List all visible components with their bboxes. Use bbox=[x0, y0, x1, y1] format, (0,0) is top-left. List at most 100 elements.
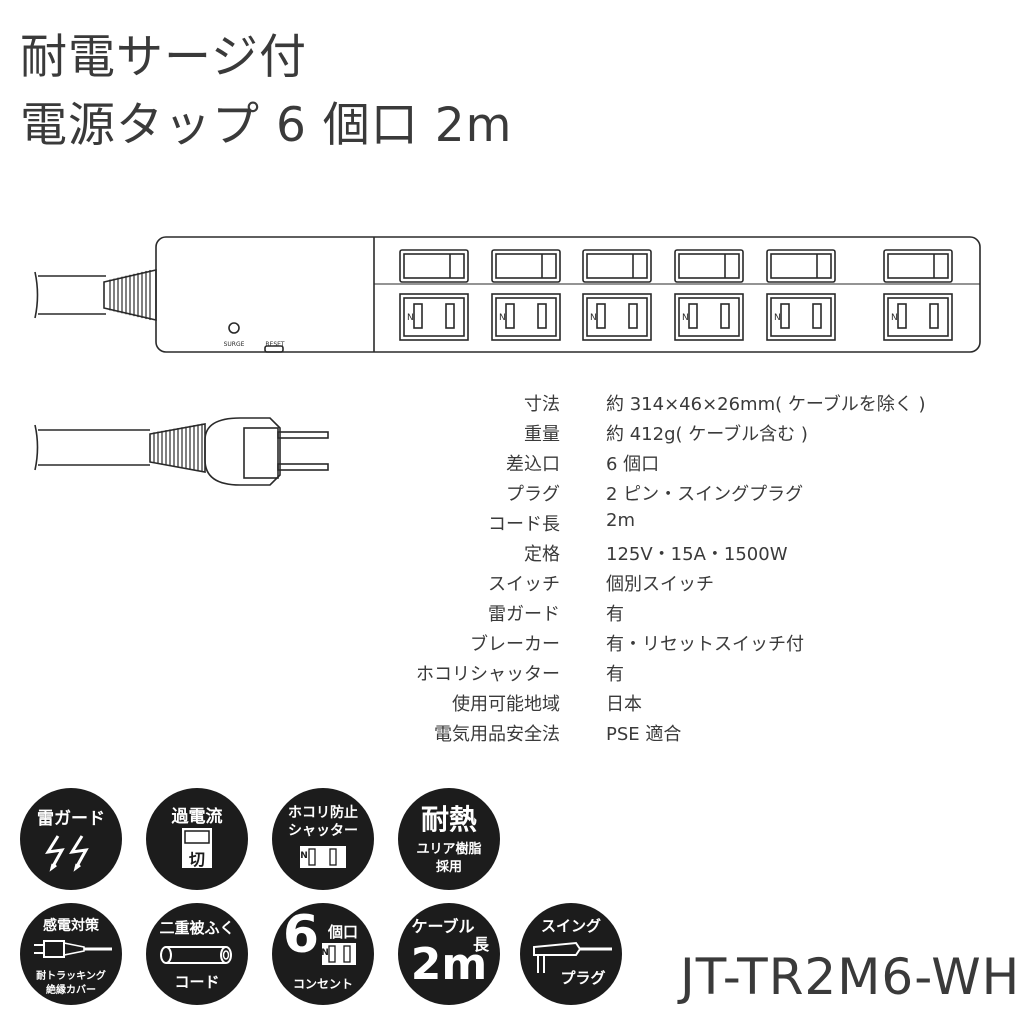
spec-row: 電気用品安全法 PSE 適合 bbox=[0, 720, 1020, 750]
spec-value: 有・リセットスイッチ付 bbox=[606, 634, 804, 655]
model-number: JT-TR2M6-WH bbox=[680, 948, 1020, 1006]
badge-heat-resistant-main: 耐熱 bbox=[420, 803, 477, 836]
badge-shock-protection-top: 感電対策 bbox=[43, 918, 99, 934]
outlet-socket: N bbox=[674, 293, 744, 341]
outlet-neutral-label: N bbox=[590, 313, 597, 323]
outlet-switch bbox=[399, 249, 469, 283]
reset-button bbox=[264, 345, 284, 353]
spec-label: プラグ bbox=[506, 484, 560, 505]
badge-heat-resistant: 耐熱 ユリア樹脂 採用 bbox=[398, 788, 500, 890]
spec-value: 2 ピン・スイングプラグ bbox=[606, 484, 804, 505]
product-title-line2: 電源タップ 6 個口 2m bbox=[20, 98, 513, 153]
badge-double-coated: 二重被ふく コード bbox=[146, 903, 248, 1005]
spec-row: 重量 約 412g( ケーブル含む ) bbox=[0, 420, 1020, 450]
spec-row: 定格 125V・15A・1500W bbox=[0, 540, 1020, 570]
outlet-socket: N bbox=[491, 293, 561, 341]
spec-label: 雷ガード bbox=[488, 604, 560, 625]
spec-label: 使用可能地域 bbox=[452, 694, 560, 715]
spec-row: コード長 2m bbox=[0, 510, 1020, 540]
switch-row bbox=[399, 249, 953, 283]
spec-label: 重量 bbox=[524, 424, 560, 445]
outlet-icon bbox=[322, 943, 356, 965]
spec-row: 寸法 約 314×46×26mm( ケーブルを除く ) bbox=[0, 390, 1020, 420]
swing-plug-icon bbox=[533, 941, 612, 973]
outlet-neutral-label: N bbox=[891, 313, 898, 323]
spec-label: ブレーカー bbox=[470, 634, 560, 655]
outlet-socket: N bbox=[883, 293, 953, 341]
spec-value: PSE 適合 bbox=[606, 724, 682, 745]
spec-value: 有 bbox=[606, 604, 624, 625]
spec-row: プラグ 2 ピン・スイングプラグ bbox=[0, 480, 1020, 510]
spec-row: 使用可能地域日本 bbox=[0, 690, 1020, 720]
badge-shock-protection-bottom1: 耐トラッキング bbox=[36, 971, 106, 982]
badge-double-coated-bottom: コード bbox=[174, 973, 220, 991]
badge-heat-resistant-line2: 採用 bbox=[435, 860, 462, 875]
outlet-neutral-label: N bbox=[774, 313, 781, 323]
spec-label: 差込口 bbox=[506, 454, 560, 475]
badge-six-outlets: 6 個口 N コンセント bbox=[272, 903, 374, 1005]
badge-six-outlets-unit: 個口 bbox=[327, 923, 358, 941]
badge-six-outlets-outlet-label: N bbox=[321, 948, 329, 958]
badge-swing-plug-top: スイング bbox=[540, 917, 601, 935]
plug-diagram bbox=[34, 417, 329, 486]
strain-relief-ribs bbox=[109, 269, 151, 321]
badge-dust-shutter-outlet-label: N bbox=[300, 851, 308, 861]
spec-value: 約 412g( ケーブル含む ) bbox=[606, 424, 808, 445]
spec-label: 寸法 bbox=[524, 394, 560, 415]
cord-icon bbox=[160, 946, 232, 964]
spec-row: 差込口 6 個口 bbox=[0, 450, 1020, 480]
spec-label: スイッチ bbox=[488, 574, 560, 595]
badge-dust-shutter-line1: ホコリ防止 bbox=[288, 805, 358, 821]
spec-row: ホコリシャッター 有 bbox=[0, 660, 1020, 690]
outlet-switch bbox=[766, 249, 836, 283]
spec-label: ホコリシャッター bbox=[416, 664, 560, 685]
outlet-neutral-label: N bbox=[499, 313, 506, 323]
badge-swing-plug-bottom: プラグ bbox=[560, 969, 606, 987]
badge-shock-protection: 感電対策 耐トラッキング 絶縁カバー bbox=[20, 903, 122, 1005]
outlet-switch bbox=[491, 249, 561, 283]
outlet-socket: N bbox=[766, 293, 836, 341]
badge-six-outlets-bottom: コンセント bbox=[292, 977, 353, 991]
surge-label: SURGE bbox=[224, 341, 245, 348]
strip-body bbox=[155, 236, 981, 353]
outlet-icon bbox=[300, 846, 346, 868]
badge-double-coated-top: 二重被ふく bbox=[159, 919, 235, 937]
outlet-switch bbox=[582, 249, 652, 283]
badge-lightning-guard: 雷ガード bbox=[20, 788, 122, 890]
badge-cable-length: ケーブル 長 2m bbox=[398, 903, 500, 1005]
badge-overcurrent: 過電流 切 bbox=[146, 788, 248, 890]
spec-value: 125V・15A・1500W bbox=[606, 544, 788, 565]
badge-six-outlets-number: 6 bbox=[282, 905, 320, 965]
outlet-neutral-label: N bbox=[682, 313, 689, 323]
outlet-switch bbox=[883, 249, 953, 283]
badge-heat-resistant-line1: ユリア樹脂 bbox=[416, 842, 482, 857]
spec-value: 約 314×46×26mm( ケーブルを除く ) bbox=[606, 394, 926, 415]
badge-overcurrent-switch-text: 切 bbox=[188, 850, 205, 869]
spec-row: 雷ガード 有 bbox=[0, 600, 1020, 630]
spec-value: 有 bbox=[606, 664, 624, 685]
spec-value: 個別スイッチ bbox=[606, 574, 714, 595]
badge-overcurrent-text: 過電流 bbox=[171, 807, 223, 827]
badge-cable-length-value: 2m bbox=[410, 939, 488, 990]
reset-label: RESET bbox=[265, 341, 285, 348]
outlet-switch bbox=[674, 249, 744, 283]
spec-value: 6 個口 bbox=[606, 454, 660, 475]
spec-value: 2m bbox=[606, 510, 635, 531]
badge-dust-shutter: ホコリ防止 シャッター N bbox=[272, 788, 374, 890]
lightning-icon bbox=[45, 835, 89, 872]
badge-dust-shutter-line2: シャッター bbox=[288, 823, 358, 839]
product-diagram: N N N N N N SURGE RESET bbox=[34, 236, 981, 486]
strip-cable bbox=[34, 271, 39, 319]
outlet-neutral-label: N bbox=[407, 313, 414, 323]
spec-label: コード長 bbox=[488, 514, 560, 535]
plug-icon bbox=[34, 940, 112, 958]
badge-shock-protection-bottom2: 絶縁カバー bbox=[46, 985, 96, 996]
surge-indicator-light bbox=[228, 322, 240, 334]
outlet-socket: N bbox=[399, 293, 469, 341]
spec-label: 電気用品安全法 bbox=[434, 724, 560, 745]
switch-icon bbox=[182, 828, 212, 868]
badge-cable-length-top2: 長 bbox=[472, 935, 489, 954]
spec-label: 定格 bbox=[524, 544, 560, 565]
